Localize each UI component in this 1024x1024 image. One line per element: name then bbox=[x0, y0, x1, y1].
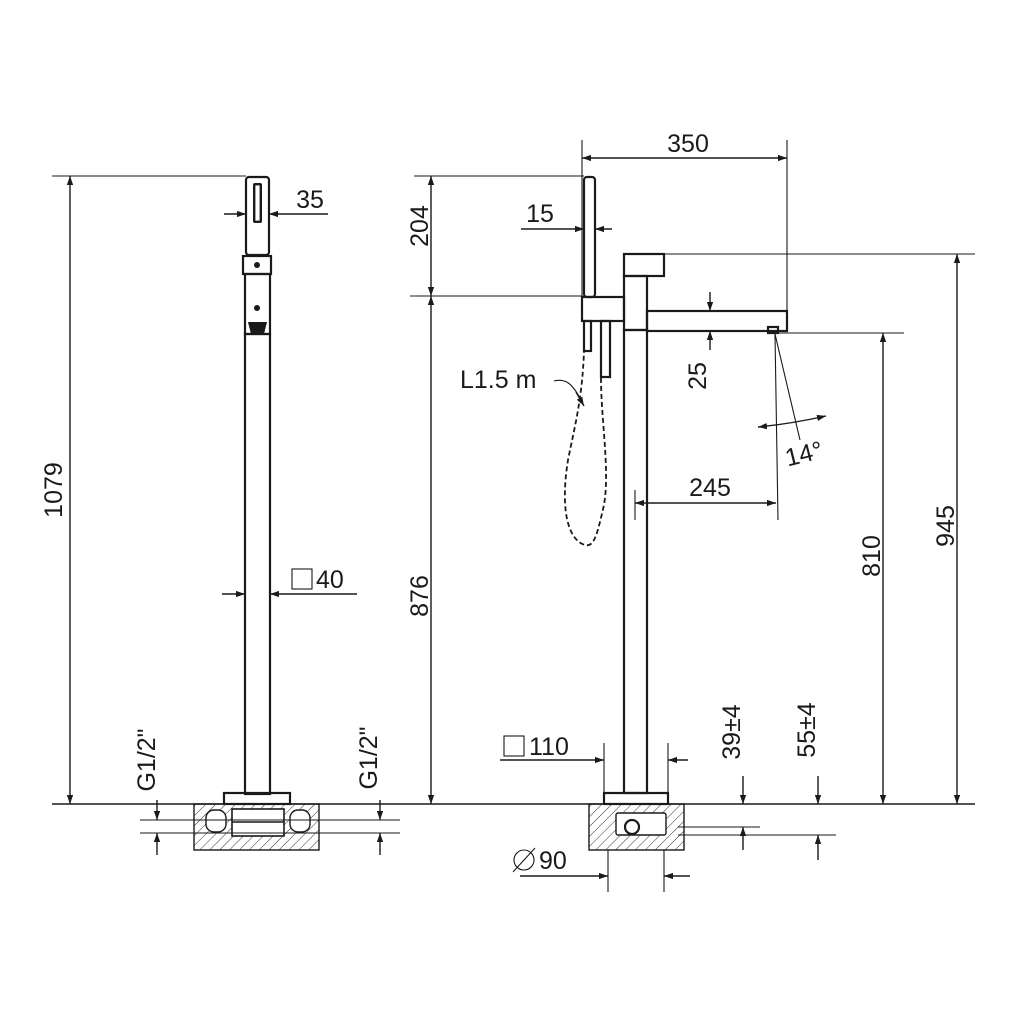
inlet-depth-label-2: 55±4 bbox=[793, 702, 821, 758]
hose-length-label: L1.5 m bbox=[460, 366, 536, 394]
spray-angle-label: 14° bbox=[782, 436, 825, 472]
mixer-lever bbox=[622, 252, 666, 278]
base-flange-front bbox=[602, 791, 670, 806]
dim-spout-reach: 245 bbox=[634, 474, 776, 520]
square-symbol-icon-2 bbox=[503, 735, 525, 757]
inlet-depth-label-1: 39±4 bbox=[718, 704, 746, 760]
spout-thickness-label: 25 bbox=[684, 362, 712, 390]
dim-inlet-depth: 39±4 55±4 bbox=[678, 702, 836, 860]
shower-holder-arm bbox=[580, 295, 626, 323]
shower-head-width-label: 35 bbox=[296, 186, 324, 214]
dim-holder-height: 876 bbox=[406, 296, 435, 804]
total-height-label: 1079 bbox=[40, 462, 68, 518]
body-height-label: 945 bbox=[932, 505, 960, 547]
dim-outlet-height: 810 bbox=[778, 332, 904, 804]
dim-shower-head-width: 35 bbox=[224, 186, 328, 218]
shower-head-depth-label: 15 bbox=[526, 200, 554, 228]
shower-head-height-label: 204 bbox=[406, 205, 434, 247]
column-section-label: 40 bbox=[316, 566, 344, 594]
column-front bbox=[622, 328, 649, 795]
hose-callout: L1.5 m bbox=[460, 366, 585, 407]
front-view bbox=[564, 175, 789, 851]
floor-diameter-label: 90 bbox=[539, 847, 567, 875]
dim-spout-thickness: 25 bbox=[684, 292, 787, 390]
dim-body-height: 945 bbox=[664, 253, 975, 804]
diameter-symbol-icon bbox=[512, 847, 536, 873]
mixer-body-front bbox=[622, 274, 649, 332]
hand-shower bbox=[582, 175, 597, 299]
floor-box-front bbox=[588, 803, 685, 851]
base-plate-label: 110 bbox=[529, 733, 569, 761]
inlet-left-label-2: G1/2" bbox=[355, 726, 383, 789]
dim-spout-reach-total: 350 bbox=[581, 130, 788, 311]
square-symbol-icon bbox=[291, 568, 313, 590]
dim-column-section: 40 bbox=[222, 566, 357, 598]
spout bbox=[645, 309, 789, 333]
dim-base-plate: 110 bbox=[500, 733, 688, 793]
holder-height-label: 876 bbox=[406, 575, 434, 617]
spout-reach-label: 245 bbox=[689, 474, 731, 502]
outlet-height-label: 810 bbox=[858, 535, 886, 577]
column bbox=[243, 332, 272, 796]
dim-spray-angle: 14° bbox=[757, 333, 827, 521]
side-view bbox=[193, 175, 320, 851]
dim-shower-head-height: 204 bbox=[406, 175, 584, 297]
dim-inlet-left: G1/2" G1/2" bbox=[133, 726, 400, 855]
dim-floor-diameter: 90 bbox=[512, 847, 690, 892]
spout-reach-total-label: 350 bbox=[667, 130, 709, 158]
shower-hose bbox=[564, 351, 607, 547]
dim-total-height: 1079 bbox=[40, 175, 246, 804]
inlet-left-label-1: G1/2" bbox=[133, 728, 161, 791]
dim-shower-head-depth: 15 bbox=[521, 200, 612, 233]
